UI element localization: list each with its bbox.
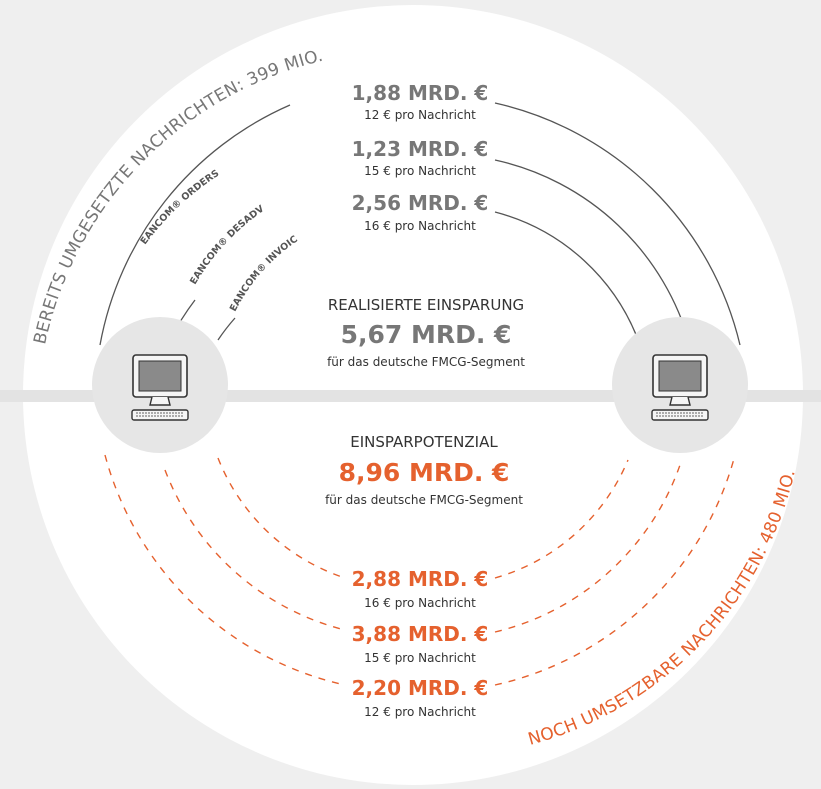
realized-amount: 5,67 MRD. € <box>341 320 512 349</box>
arc-bottom-inner-right <box>494 459 629 579</box>
arc-bottom-outer-left <box>104 454 346 686</box>
arc-orders-left <box>99 104 291 346</box>
bottom-outer-per: 12 € pro Nachricht <box>364 705 476 719</box>
bottom-arcs <box>104 454 736 686</box>
potential-amount: 8,96 MRD. € <box>339 458 510 487</box>
potential-title: EINSPARPOTENZIAL <box>350 433 498 451</box>
arc-orders-right <box>494 102 741 346</box>
arc-bottom-outer-right <box>494 454 736 686</box>
potential-subtitle: für das deutsche FMCG-Segment <box>325 493 523 507</box>
computer-icon <box>651 354 709 421</box>
computer-right <box>612 317 748 453</box>
computer-icon <box>131 354 189 421</box>
bottom-middle-per: 15 € pro Nachricht <box>364 651 476 665</box>
arc-bottom-middle-left <box>164 469 346 631</box>
orders-amount: 1,88 MRD. € <box>352 81 489 105</box>
top-arc-values: 1,88 MRD. € 12 € pro Nachricht 1,23 MRD.… <box>352 81 489 233</box>
desadv-per: 15 € pro Nachricht <box>364 164 476 178</box>
arc-invoic-left-stub <box>217 317 236 341</box>
bottom-middle-amount: 3,88 MRD. € <box>352 622 489 646</box>
bottom-inner-per: 16 € pro Nachricht <box>364 596 476 610</box>
bottom-arc-values: 2,88 MRD. € 16 € pro Nachricht 3,88 MRD.… <box>352 567 489 719</box>
desadv-amount: 1,23 MRD. € <box>352 137 489 161</box>
potential-block: EINSPARPOTENZIAL 8,96 MRD. € für das deu… <box>325 433 523 507</box>
arc-desadv-right <box>494 159 691 346</box>
realized-block: REALISIERTE EINSPARUNG 5,67 MRD. € für d… <box>327 296 525 369</box>
realized-title: REALISIERTE EINSPARUNG <box>328 296 524 314</box>
arc-bottom-inner-left <box>217 457 346 579</box>
arc-invoic-right <box>494 211 641 346</box>
invoic-per: 16 € pro Nachricht <box>364 219 476 233</box>
orders-per: 12 € pro Nachricht <box>364 108 476 122</box>
arc-bottom-middle-right <box>494 464 681 633</box>
bottom-inner-amount: 2,88 MRD. € <box>352 567 489 591</box>
computer-left <box>92 317 228 453</box>
bottom-outer-amount: 2,20 MRD. € <box>352 676 489 700</box>
realized-subtitle: für das deutsche FMCG-Segment <box>327 355 525 369</box>
invoic-amount: 2,56 MRD. € <box>352 191 489 215</box>
